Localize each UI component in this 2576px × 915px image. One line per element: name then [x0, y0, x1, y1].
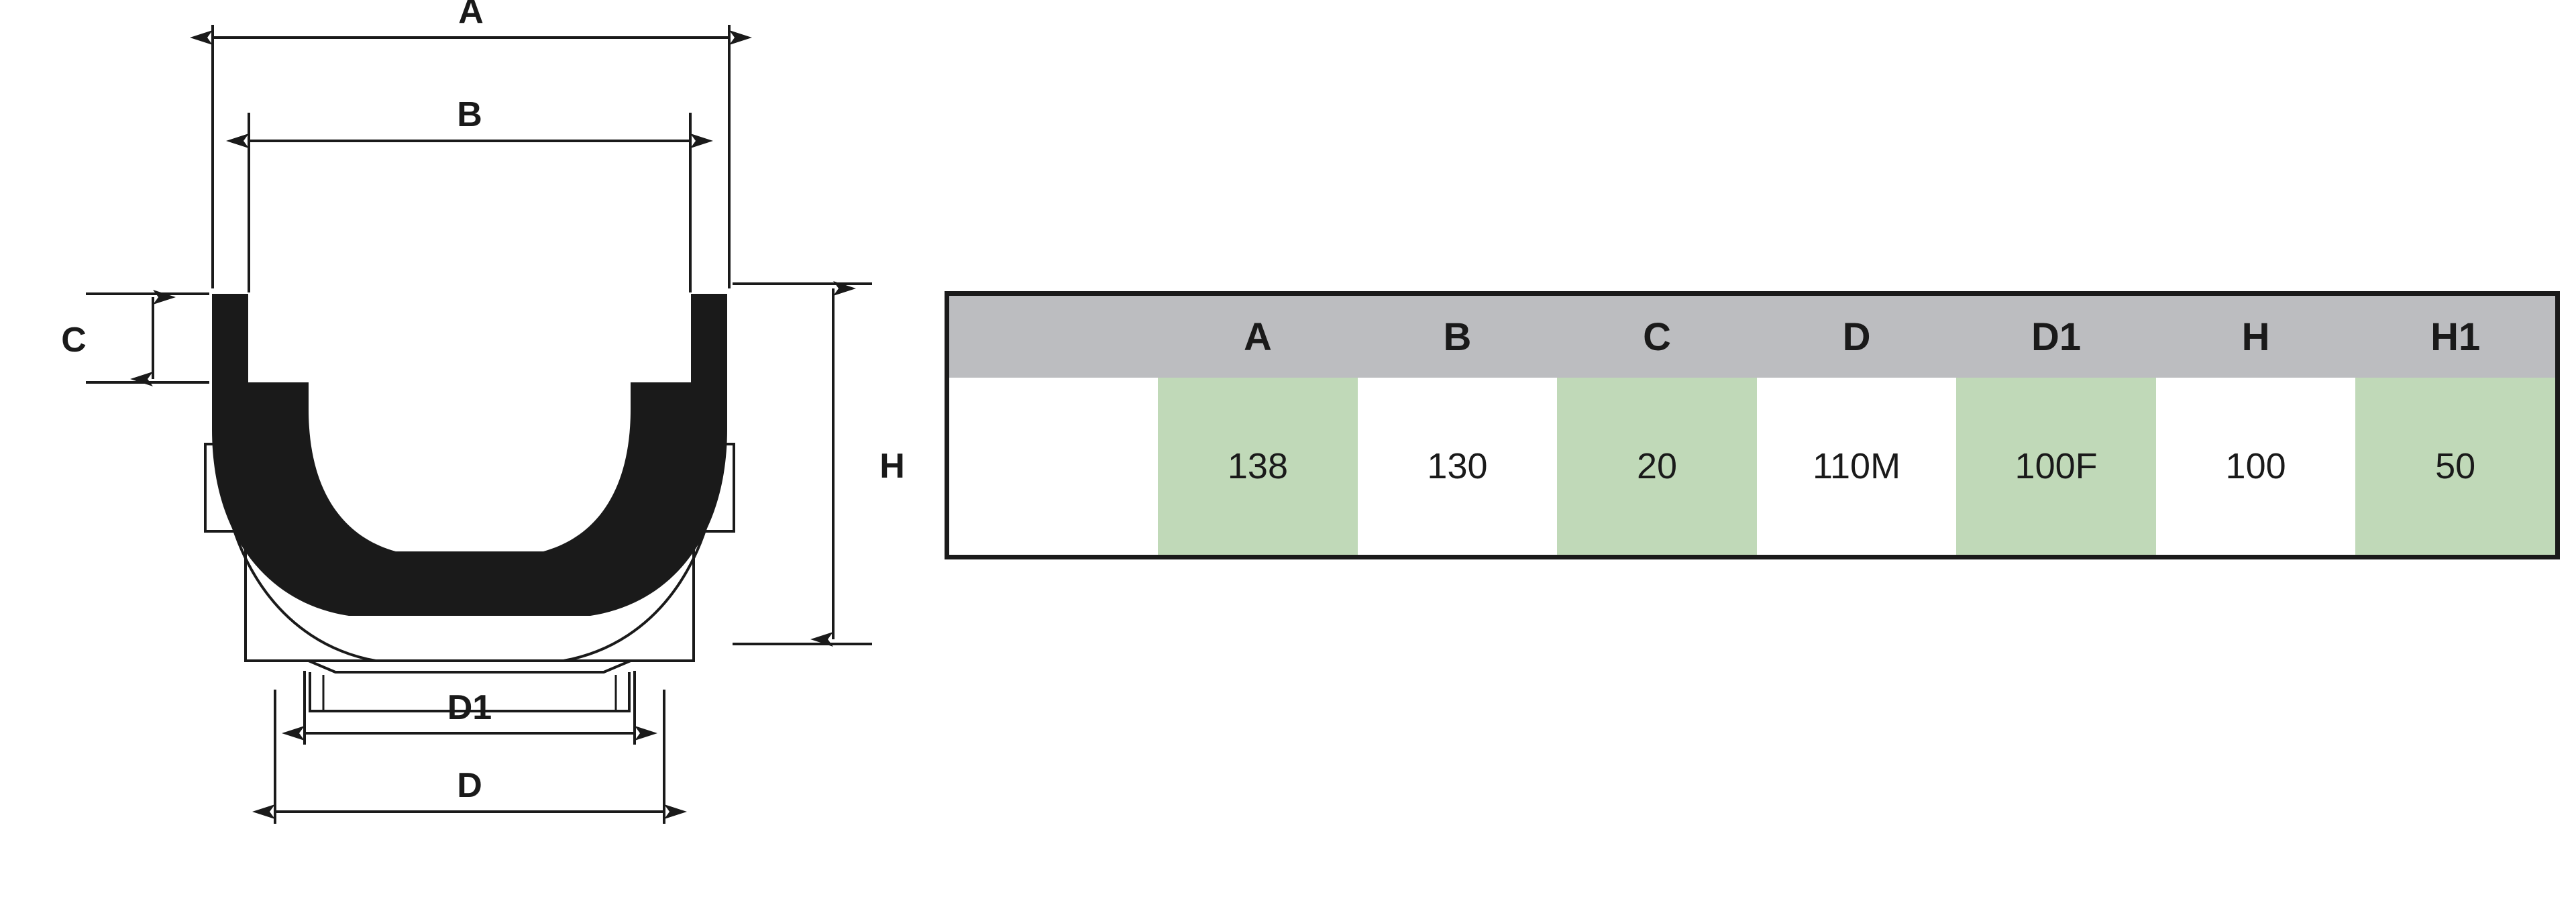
dimension-d1: D1 [282, 671, 657, 745]
dimension-a: A [190, 0, 752, 288]
inner-channel-wall [212, 294, 727, 616]
header-cell-label [949, 296, 1159, 378]
value-cell-h1: 50 [2355, 378, 2555, 555]
dimension-d: D [252, 690, 687, 824]
row-label-cell [949, 378, 1159, 555]
header-cell-b: B [1357, 296, 1558, 378]
dimension-spec-table-container: A B C D D1 H H1 138 130 20 110M 100F [945, 291, 2560, 559]
dimension-h: H [733, 281, 905, 647]
value-cell-d1: 100F [1956, 378, 2156, 555]
header-cell-h1: H1 [2355, 296, 2555, 378]
value-cell-h: 100 [2155, 378, 2356, 555]
spec-table-body: 138 130 20 110M 100F 100 50 [949, 378, 2555, 555]
dimension-h-label: H [879, 447, 905, 486]
lower-housing-box [244, 530, 695, 662]
housing-bottom-seat [246, 659, 694, 674]
header-cell-h: H [2155, 296, 2356, 378]
header-cell-a: A [1158, 296, 1358, 378]
dimension-b: B [226, 95, 713, 292]
header-cell-d: D [1756, 296, 1957, 378]
spec-table-header-row: A B C D D1 H H1 [949, 296, 2555, 378]
channel-body-group [204, 294, 735, 712]
dimension-spec-table: A B C D D1 H H1 138 130 20 110M 100F [949, 296, 2555, 555]
header-cell-c: C [1557, 296, 1757, 378]
dimension-c-label: C [61, 321, 87, 360]
spec-table-head: A B C D D1 H H1 [949, 296, 2555, 378]
dimension-d-label: D [457, 766, 482, 805]
value-cell-a: 138 [1158, 378, 1358, 555]
dimension-a-label: A [458, 0, 484, 31]
table-row: 138 130 20 110M 100F 100 50 [949, 378, 2555, 555]
value-cell-b: 130 [1357, 378, 1558, 555]
dimension-c: C [61, 290, 209, 386]
dimension-b-label: B [457, 95, 482, 134]
dimension-d1-label: D1 [447, 688, 492, 727]
value-cell-d: 110M [1756, 378, 1957, 555]
cross-section-svg: A B C H [61, 0, 905, 824]
value-cell-c: 20 [1557, 378, 1757, 555]
channel-cross-section-drawing: A B C H [0, 0, 939, 915]
header-cell-d1: D1 [1956, 296, 2156, 378]
